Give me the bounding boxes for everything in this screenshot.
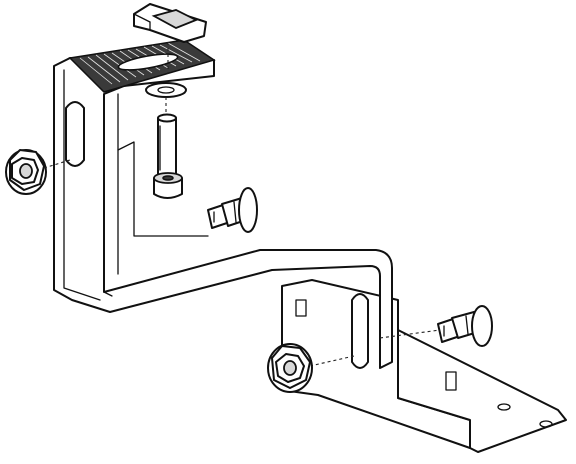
serrated-top-plate [68,39,216,93]
rail-clamp-nut [133,3,207,74]
hook-bracket-upper [53,57,393,369]
washer [145,82,187,112]
carriage-bolt-lower [379,305,493,347]
base-plate [281,279,567,453]
hex-flange-nut-left [5,149,71,195]
hex-flange-nut-lower [267,343,313,393]
carriage-bolt-upper [207,187,258,233]
socket-head-bolt [153,113,183,199]
